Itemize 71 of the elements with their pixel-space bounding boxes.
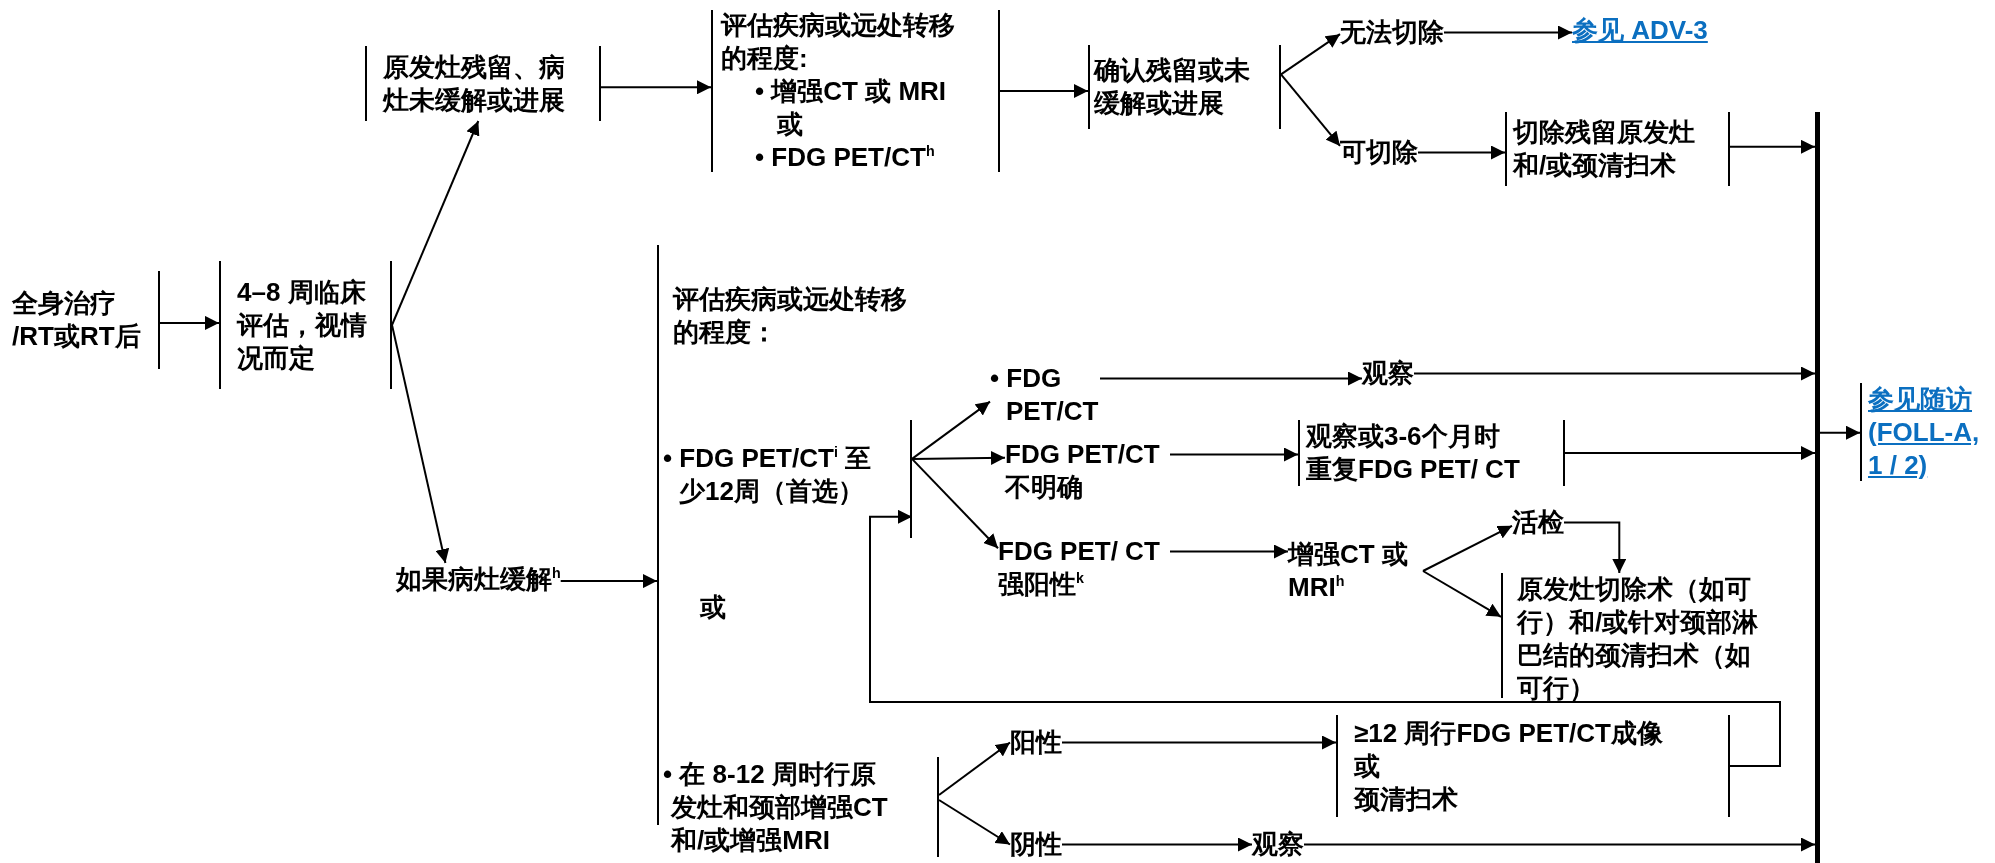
- step-text: • 在 8-12 周时行原发灶和颈部增强CT和/或增强MRI: [663, 757, 889, 857]
- bullet-item: • FDG PET/CT$^{h}$: [754, 140, 936, 174]
- arrow: [1729, 139, 1816, 154]
- arrow: [391, 324, 450, 564]
- bracket-box: [10, 271, 160, 369]
- step-text: 评估疾病或远处转移的程度:: [721, 8, 956, 75]
- bracket-box: [365, 46, 601, 121]
- arrow: [1303, 837, 1816, 852]
- step-text: 颈清扫术: [1354, 782, 1459, 816]
- step-label: 观察: [1362, 357, 1414, 390]
- step-text: 原发灶切除术（如可行）和/或针对颈部淋巴结的颈清扫术（如可行）: [1517, 573, 1760, 705]
- arrow: [1061, 837, 1253, 852]
- section-heading: 评估疾病或远处转移的程度：: [673, 283, 908, 349]
- step-label: 增强CT 或 MRI$^{h}$: [1288, 538, 1423, 604]
- arrow: [1563, 521, 1627, 574]
- arrow: [559, 574, 658, 589]
- arrow: [1099, 371, 1363, 386]
- step-label: 观察: [1252, 828, 1304, 861]
- bracket-box: [663, 420, 912, 538]
- see-also-link: 参见随访 (FOLL-A, 1 / 2): [1868, 382, 1981, 482]
- step-label: • FDG PET/CT: [990, 362, 1100, 428]
- arrow: [1422, 524, 1513, 572]
- bracket-box: [1336, 715, 1730, 817]
- step-text: 4–8 周临床评估，视情况而定: [237, 275, 368, 375]
- arrow: [911, 400, 991, 460]
- bracket-box: [1298, 420, 1565, 486]
- step-text: 切除残留原发灶和/或颈清扫术: [1513, 116, 1696, 182]
- step-text: 或: [1354, 749, 1381, 783]
- arrow: [1417, 145, 1506, 160]
- arrow: [1280, 73, 1341, 147]
- step-label: 无法切除: [1340, 16, 1444, 49]
- bracket-box: [1088, 45, 1281, 129]
- arrow: [999, 84, 1089, 98]
- merge-bar: [1815, 112, 1820, 863]
- arrow: [869, 509, 1781, 767]
- bracket-box: [711, 10, 1000, 172]
- arrow: [391, 120, 480, 326]
- arrow: [911, 450, 1006, 465]
- step-text: ≥12 周行FDG PET/CT成像: [1354, 716, 1664, 750]
- arrow: [1564, 446, 1816, 460]
- step-label: 如果病灶缓解$^{h}$: [396, 563, 561, 596]
- arrow: [1280, 33, 1341, 76]
- arrow: [1422, 570, 1502, 618]
- arrow: [911, 457, 999, 550]
- step-label: FDG PET/ CT 强阳性$^{k}$: [998, 535, 1170, 601]
- step-label: 阴性: [1010, 828, 1062, 861]
- step-text: 或: [700, 591, 727, 624]
- see-also-link: 参见 ADV-3: [1572, 14, 1708, 47]
- step-text: 观察或3-6个月时重复FDG PET/ CT: [1306, 420, 1520, 486]
- step-text: 确认残留或未缓解或进展: [1094, 54, 1251, 120]
- arrow: [1443, 25, 1573, 40]
- arrow: [1061, 735, 1337, 750]
- bracket-box: [663, 757, 939, 857]
- bracket-box: [219, 261, 392, 389]
- bullet-item: • 增强CT 或 MRI 或: [754, 74, 948, 141]
- arrow: [1413, 366, 1816, 381]
- step-text: 全身治疗 /RT或RT后: [12, 287, 142, 353]
- arrow: [1819, 425, 1861, 440]
- arrow: [938, 741, 1011, 796]
- arrow: [938, 799, 1011, 846]
- arrow: [1169, 544, 1289, 559]
- bracket-box: [1505, 112, 1730, 186]
- arrow: [1169, 447, 1299, 462]
- step-text: 原发灶残留、病灶未缓解或进展: [383, 50, 566, 117]
- step-label: 阳性: [1010, 726, 1062, 759]
- step-label: 活检: [1512, 506, 1564, 539]
- arrow: [600, 80, 712, 95]
- step-label: FDG PET/CT 不明确: [1005, 438, 1170, 504]
- step-text: • FDG PET/CT$^{i}$ 至少12周（首选）: [663, 442, 873, 508]
- arrow: [159, 315, 220, 330]
- step-label: 可切除: [1340, 136, 1418, 169]
